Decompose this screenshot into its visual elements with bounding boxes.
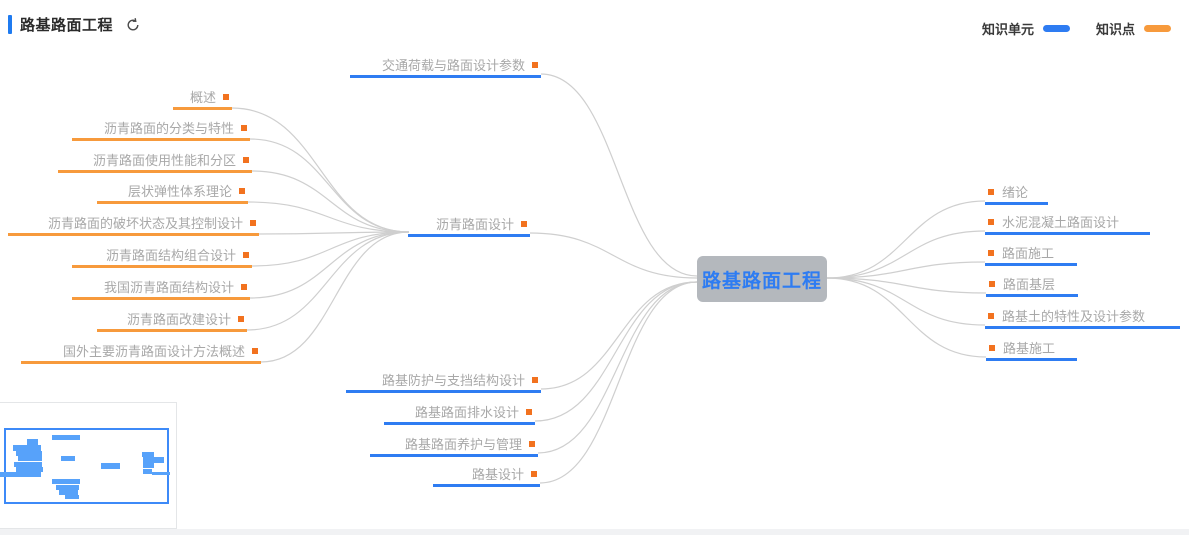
root-node[interactable]: 路基路面工程 — [697, 256, 827, 302]
collapse-marker[interactable] — [532, 61, 538, 68]
node-label: 沥青路面改建设计 — [126, 312, 231, 327]
refresh-icon — [127, 17, 139, 30]
collapse-marker[interactable] — [529, 440, 535, 447]
node-label: 沥青路面使用性能和分区 — [92, 153, 236, 168]
minimap-node-bar — [61, 456, 75, 461]
knowledge-point-node[interactable]: 沥青路面改建设计 — [97, 308, 247, 332]
minimap-node-bar — [27, 439, 38, 445]
minimap-node-bar — [18, 456, 42, 461]
node-label: 路基路面养护与管理 — [404, 437, 522, 452]
knowledge-unit-node[interactable]: 交通荷载与路面设计参数 — [350, 54, 541, 78]
minimap-node-bar — [0, 472, 41, 477]
legend-point-label: 知识点 — [1095, 22, 1135, 37]
collapse-marker[interactable] — [241, 124, 247, 131]
knowledge-point-node[interactable]: 沥青路面的分类与特性 — [72, 117, 250, 141]
node-label: 沥青路面设计 — [435, 217, 514, 232]
minimap-node-bar — [65, 495, 79, 499]
knowledge-point-node[interactable]: 沥青路面的破坏状态及其控制设计 — [8, 212, 259, 236]
node-label: 路基施工 — [1003, 341, 1056, 356]
minimap-node-bar — [152, 472, 170, 475]
legend-unit-label: 知识单元 — [981, 22, 1034, 37]
knowledge-unit-node[interactable]: 水泥混凝土路面设计 — [985, 211, 1150, 235]
collapse-marker[interactable] — [252, 347, 258, 354]
minimap-node-bar — [52, 435, 80, 440]
node-label: 我国沥青路面结构设计 — [103, 280, 234, 295]
collapse-marker[interactable] — [250, 219, 256, 226]
minimap-node-bar — [16, 451, 42, 456]
knowledge-point-node[interactable]: 概述 — [173, 86, 232, 110]
minimap-node-bar — [59, 490, 78, 495]
collapse-marker[interactable] — [989, 280, 995, 287]
minimap-node-bar — [52, 479, 80, 484]
collapse-marker[interactable] — [521, 220, 527, 227]
bottom-strip — [0, 529, 1189, 535]
node-label: 层状弹性体系理论 — [127, 184, 232, 199]
node-label: 路基防护与支挡结构设计 — [381, 373, 525, 388]
collapse-marker[interactable] — [988, 188, 994, 195]
knowledge-unit-node[interactable]: 路基防护与支挡结构设计 — [346, 369, 541, 393]
collapse-marker[interactable] — [238, 315, 244, 322]
minimap-node-bar — [16, 467, 43, 472]
knowledge-unit-node[interactable]: 绪论 — [985, 181, 1048, 205]
minimap-node-bar — [143, 469, 152, 474]
node-label: 路基土的特性及设计参数 — [1002, 309, 1146, 324]
knowledge-unit-node[interactable]: 路面基层 — [986, 273, 1078, 297]
collapse-marker[interactable] — [243, 251, 249, 258]
knowledge-point-node[interactable]: 层状弹性体系理论 — [97, 180, 248, 204]
knowledge-unit-node[interactable]: 路面施工 — [985, 242, 1077, 266]
collapse-marker[interactable] — [241, 283, 247, 290]
collapse-marker[interactable] — [243, 156, 249, 163]
knowledge-point-node[interactable]: 我国沥青路面结构设计 — [72, 276, 250, 300]
page-header: 路基路面工程 — [8, 14, 141, 35]
node-label: 水泥混凝土路面设计 — [1002, 215, 1120, 230]
minimap-node-bar — [14, 462, 42, 467]
knowledge-unit-node[interactable]: 沥青路面设计 — [408, 213, 530, 237]
knowledge-point-node[interactable]: 国外主要沥青路面设计方法概述 — [21, 340, 261, 364]
minimap-node-bar — [13, 445, 41, 451]
node-label: 沥青路面结构组合设计 — [105, 248, 236, 263]
minimap-node-bar — [143, 463, 154, 468]
legend-item-knowledge-unit: 知识单元 — [982, 19, 1070, 38]
refresh-button[interactable] — [125, 17, 141, 33]
node-label: 路面施工 — [1002, 246, 1055, 261]
node-label: 沥青路面的破坏状态及其控制设计 — [47, 216, 243, 231]
knowledge-point-node[interactable]: 沥青路面使用性能和分区 — [58, 149, 252, 173]
minimap[interactable] — [0, 402, 177, 529]
header-accent-bar — [8, 15, 12, 34]
node-label: 交通荷载与路面设计参数 — [381, 58, 525, 73]
node-label: 路面基层 — [1003, 277, 1056, 292]
collapse-marker[interactable] — [989, 344, 995, 351]
knowledge-unit-node[interactable]: 路基土的特性及设计参数 — [985, 305, 1180, 329]
legend-item-knowledge-point: 知识点 — [1096, 19, 1171, 38]
legend: 知识单元 知识点 — [982, 19, 1171, 38]
node-label: 路基路面排水设计 — [414, 405, 519, 420]
node-label: 概述 — [189, 90, 216, 105]
knowledge-point-node[interactable]: 沥青路面结构组合设计 — [72, 244, 252, 268]
minimap-node-bar — [142, 452, 154, 457]
page-title: 路基路面工程 — [20, 17, 114, 34]
minimap-node-bar — [56, 485, 79, 490]
knowledge-unit-node[interactable]: 路基施工 — [986, 337, 1077, 361]
collapse-marker[interactable] — [988, 218, 994, 225]
minimap-node-bar — [143, 457, 164, 463]
node-label: 国外主要沥青路面设计方法概述 — [62, 344, 245, 359]
knowledge-unit-node[interactable]: 路基设计 — [433, 463, 540, 487]
knowledge-unit-node[interactable]: 路基路面排水设计 — [384, 401, 535, 425]
collapse-marker[interactable] — [223, 93, 229, 100]
node-label: 绪论 — [1002, 185, 1029, 200]
node-label: 沥青路面的分类与特性 — [103, 121, 234, 136]
collapse-marker[interactable] — [239, 187, 245, 194]
collapse-marker[interactable] — [531, 470, 537, 477]
legend-point-color-pill — [1144, 25, 1171, 32]
legend-unit-color-pill — [1042, 25, 1070, 32]
minimap-node-bar — [101, 463, 120, 469]
collapse-marker[interactable] — [532, 376, 538, 383]
minimap-viewport[interactable] — [4, 428, 169, 504]
collapse-marker[interactable] — [526, 408, 532, 415]
node-label: 路基设计 — [471, 467, 524, 482]
collapse-marker[interactable] — [988, 249, 994, 256]
collapse-marker[interactable] — [988, 312, 994, 319]
knowledge-unit-node[interactable]: 路基路面养护与管理 — [370, 433, 538, 457]
